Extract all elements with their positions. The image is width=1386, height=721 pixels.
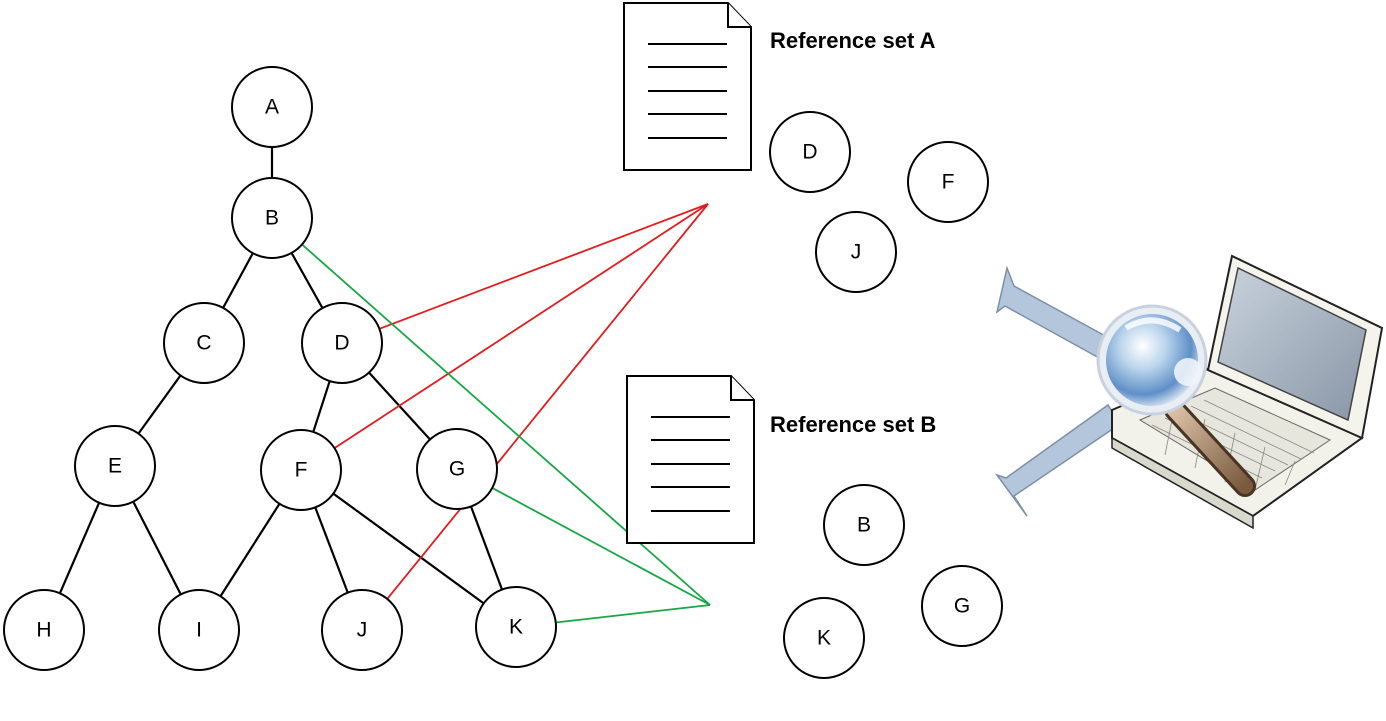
arrow-left-icon [995,403,1122,517]
tree-edge-B-D [290,252,324,309]
tree-edge-E-I [132,501,182,595]
link-G-to-set-B [491,487,711,606]
tree-node-label: F [295,459,308,482]
tree-node-E: E [74,425,156,507]
reference-set-b-title: Reference set B [770,412,936,437]
tree-nodes: A B C D E F G H I J K [3,66,557,671]
tree-node-label: C [196,332,211,355]
tree-node-F: F [260,429,342,511]
tree-edge-G-K [469,506,504,590]
tree-node-C: C [163,302,245,384]
link-D-to-set-A [379,203,709,330]
reference-set-nodes: D F J B G K [769,111,1003,679]
reference-link-lines [301,203,711,624]
reference-node-label: J [851,241,862,264]
reference-set-A-node-J: J [815,211,897,293]
reference-node-label: D [802,141,817,164]
reference-set-a-title: Reference set A [770,28,936,53]
link-F-to-set-A [333,203,709,449]
tree-node-label: D [334,332,349,355]
document-icon [626,375,755,544]
reference-set-B-node-B: B [823,484,905,566]
tree-node-A: A [231,66,313,148]
reference-node-label: B [857,514,871,537]
tree-edge-F-J [314,506,349,594]
tree-node-K: K [475,586,557,668]
reference-set-B-node-G: G [921,565,1003,647]
tree-node-label: H [36,619,51,642]
tree-edge-F-I [219,503,281,597]
magnifying-glass-icon [1096,304,1256,497]
reference-node-label: K [817,627,831,650]
tree-node-label: A [265,96,279,119]
tree-node-D: D [301,302,383,384]
tree-node-label: I [196,619,202,642]
tree-edge-F-K [332,492,485,605]
link-B-to-set-B [301,243,711,606]
link-J-to-set-A [386,203,709,600]
tree-edge-C-E [137,374,182,435]
tree-node-B: B [231,177,313,259]
tree-node-label: G [449,458,465,481]
tree-edge-D-F [312,380,331,433]
link-K-to-set-B [555,604,711,624]
tree-node-J: J [321,589,403,671]
tree-node-H: H [3,589,85,671]
reference-node-label: F [942,171,955,194]
reference-set-A-node-D: D [769,111,851,193]
tree-node-I: I [158,589,240,671]
tree-node-G: G [416,428,498,510]
tree-edge-E-H [58,502,101,594]
document-icon [623,2,752,171]
tree-edge-B-C [222,252,254,309]
reference-set-A-node-F: F [907,141,989,223]
tree-node-label: K [509,616,523,639]
tree-node-label: J [357,619,368,642]
reference-node-label: G [954,595,970,618]
tree-node-label: B [265,207,279,230]
tree-node-label: E [108,455,122,478]
reference-set-B-node-K: K [783,597,865,679]
